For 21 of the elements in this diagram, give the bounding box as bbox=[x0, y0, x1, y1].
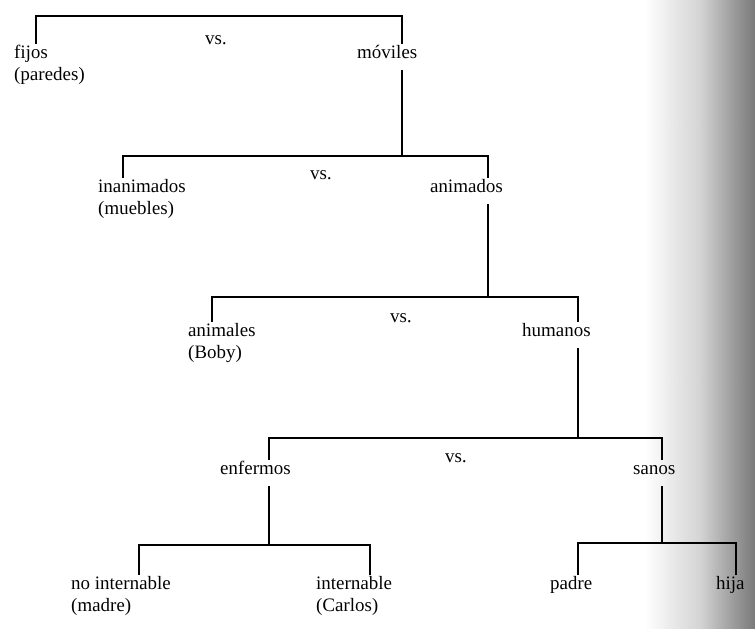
versus-label: vs. bbox=[445, 446, 467, 468]
versus-label: vs. bbox=[390, 306, 412, 328]
node-label: enfermos bbox=[220, 458, 325, 480]
node-label: fijos (paredes) bbox=[14, 42, 104, 86]
connector-line bbox=[268, 486, 371, 575]
node-label: padre bbox=[550, 573, 615, 595]
node-label: internable (Carlos) bbox=[316, 573, 436, 617]
node-label: humanos bbox=[522, 320, 627, 342]
node-label: no internable (madre) bbox=[71, 573, 221, 617]
connector-line bbox=[35, 15, 403, 44]
connector-line bbox=[487, 204, 579, 322]
connector-line bbox=[401, 70, 489, 178]
node-label: sanos bbox=[633, 458, 695, 480]
node-label: animados bbox=[430, 176, 535, 198]
connector-line bbox=[661, 486, 737, 575]
node-label: animales (Boby) bbox=[188, 320, 283, 364]
versus-label: vs. bbox=[205, 28, 227, 50]
node-label: móviles bbox=[357, 42, 447, 64]
node-label: inanimados (muebles) bbox=[98, 176, 213, 220]
node-label: hija bbox=[716, 573, 754, 595]
versus-label: vs. bbox=[310, 163, 332, 185]
